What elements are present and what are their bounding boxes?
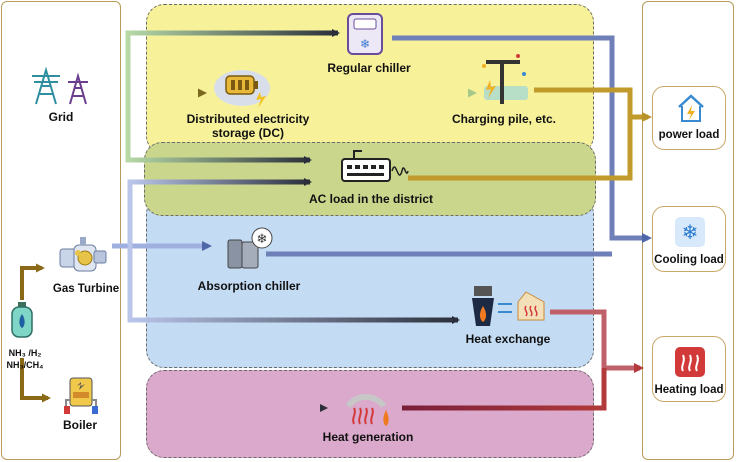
heat-exchanger-icon — [472, 286, 545, 326]
power-strip-icon — [341, 150, 409, 182]
transmission-tower-icon — [32, 66, 88, 105]
fuel-label-2: NH₃/CH₄ — [6, 360, 44, 370]
heat-generation-label: Heat generation — [322, 430, 414, 444]
grid-label: Grid — [48, 110, 74, 124]
fuel-label-1: NH₃ /H₂ — [8, 348, 42, 358]
charging-pile-label: Charging pile, etc. — [451, 112, 556, 126]
boiler-icon — [64, 377, 98, 414]
cooling-load-box: ❄ Cooling load — [652, 206, 726, 272]
regular-chiller-label: Regular chiller — [327, 61, 411, 75]
heating-load-box: Heating load — [652, 336, 726, 402]
heating-icon — [675, 347, 705, 377]
gas-cylinder-icon — [11, 302, 33, 338]
gas-turbine-label: Gas Turbine — [52, 283, 120, 295]
charging-pile-icon — [482, 54, 528, 104]
gas-turbine-icon — [59, 237, 107, 272]
heat-exchange-label: Heat exchange — [465, 332, 551, 346]
battery-icon — [214, 70, 270, 108]
absorption-chiller-icon: ❄ — [227, 227, 273, 269]
house-lightning-icon — [678, 94, 704, 122]
absorption-chiller-label: Absorption chiller — [197, 279, 301, 293]
heating-load-label: Heating load — [654, 384, 724, 396]
ac-load-label: AC load in the district — [308, 192, 433, 206]
cooling-heat-region — [146, 196, 594, 368]
dc-storage-label-2: storage (DC) — [211, 126, 284, 140]
boiler-label: Boiler — [62, 418, 97, 432]
svg-text:❄: ❄ — [682, 222, 699, 244]
dc-storage-label-1: Distributed electricity — [186, 112, 310, 126]
svg-text:❄: ❄ — [360, 37, 370, 51]
chiller-icon: ❄ — [347, 13, 383, 55]
power-load-box: power load — [652, 86, 726, 150]
svg-text:❄: ❄ — [257, 231, 268, 246]
power-load-label: power load — [658, 129, 720, 141]
heat-region — [146, 370, 594, 458]
cooling-load-label: Cooling load — [654, 254, 724, 266]
snowflake-icon: ❄ — [675, 217, 705, 247]
heat-generation-icon — [345, 394, 389, 426]
